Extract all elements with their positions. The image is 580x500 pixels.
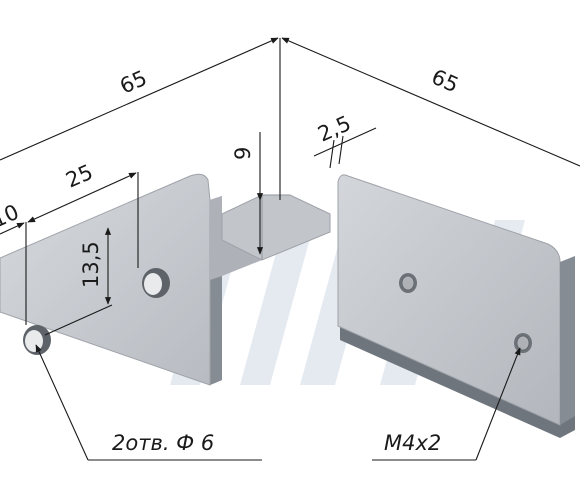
dim-bend-height-label: 9	[231, 147, 255, 160]
dim-thickness: 2,5	[313, 111, 377, 169]
left-hole-lower	[23, 325, 51, 355]
right-plate	[337, 174, 575, 438]
dim-hole-height: 13,5	[44, 227, 113, 336]
dim-overall-left-label: 65	[116, 66, 150, 99]
left-hole-upper	[142, 268, 170, 298]
callout-threads: M4x2	[372, 347, 521, 461]
callout-holes: 2отв. Ф 6	[35, 344, 262, 461]
dim-overall-right: 65	[281, 37, 580, 167]
dim-hole-spacing-label: 25	[62, 160, 96, 193]
dim-hole-height-label: 13,5	[79, 241, 103, 288]
dim-overall-right-label: 65	[428, 65, 462, 98]
dim-bend-height: 9	[231, 132, 264, 255]
right-thread-upper	[399, 273, 417, 293]
callout-threads-label: M4x2	[384, 431, 441, 455]
right-thread-lower	[514, 333, 532, 353]
dim-thickness-label: 2,5	[314, 111, 354, 147]
dim-overall-left: 65	[0, 37, 281, 200]
dim-edge-offset-label: 10	[0, 200, 22, 233]
callout-holes-label: 2отв. Ф 6	[112, 431, 214, 455]
